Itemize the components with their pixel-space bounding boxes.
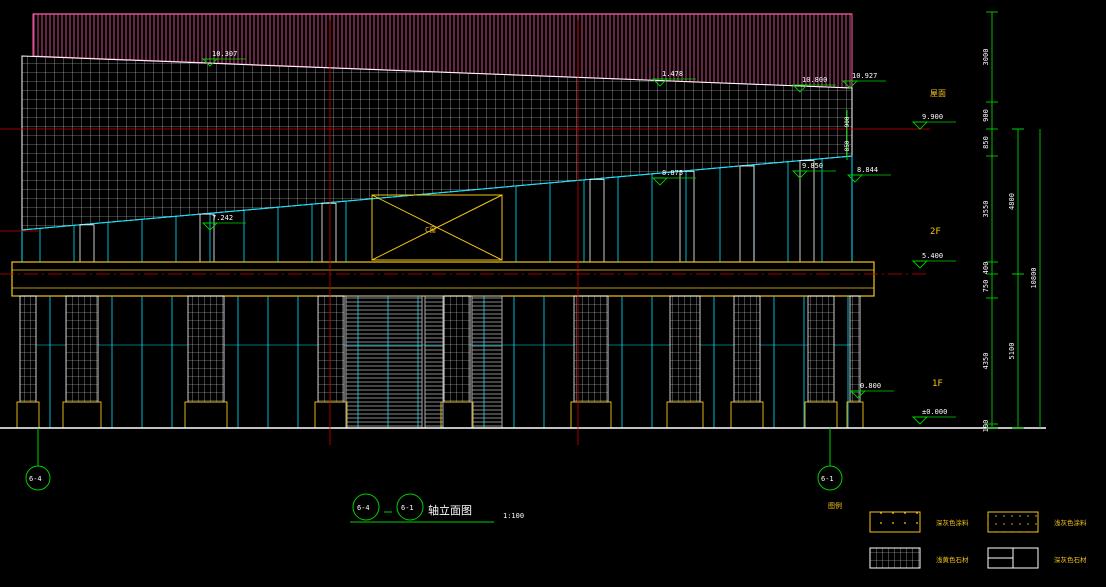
floor-label-1f: 1F: [932, 379, 943, 389]
column-base: [314, 401, 348, 429]
dim-value: 400: [982, 262, 990, 275]
elevation-triangle: [911, 121, 929, 130]
legend-label-3: 浅黄色石材: [936, 555, 969, 564]
column-shaft: [65, 295, 99, 403]
dim-value: 4350: [982, 353, 990, 370]
elevation-text: 10.307: [212, 50, 237, 58]
panel-pier: [79, 224, 95, 263]
elevation-text: 7.242: [212, 214, 233, 222]
drawing-title: 6-4 6-1 轴立面图 1:100: [350, 493, 524, 523]
dim-value-mid: 5100: [1008, 343, 1016, 360]
legend-heading: 图例: [828, 501, 842, 510]
title-scale: 1:100: [503, 512, 524, 520]
dimension-chain: 3000 900 850 3550 400 750 4350 100 4800 5100 10800…: [844, 11, 1041, 433]
elevation-text: 8.875: [662, 169, 683, 177]
dim-value: 900: [982, 109, 990, 122]
elevation-text: 10.800: [802, 76, 827, 84]
floor-label-2f: 2F: [930, 227, 941, 237]
dim-value-mid: 4800: [1008, 193, 1016, 210]
column-base: [730, 401, 764, 429]
elevation-text: 5.400: [922, 252, 943, 260]
panel-pier: [321, 202, 337, 263]
elevation-triangle: [911, 260, 929, 269]
floor-label-roof: 屋面: [930, 89, 946, 98]
axis-lines: [0, 20, 930, 445]
elevation-text: 1.478: [662, 70, 683, 78]
legend-label-1: 深灰色涂料: [936, 518, 969, 527]
legend-swatch-2: [987, 511, 1039, 533]
dim-value: 100: [982, 420, 990, 433]
elevation-text: 9.900: [922, 113, 943, 121]
axis-bubbles[interactable]: 6-4 6-1: [25, 428, 843, 491]
column-shaft: [187, 295, 225, 403]
c-window-label: C窗: [425, 225, 436, 234]
column-base: [440, 401, 474, 429]
panel-pier: [679, 170, 695, 263]
column-base: [62, 401, 102, 429]
column-shaft: [19, 295, 37, 403]
legend: 图例 深灰色涂料 浅灰色涂料 浅黄色石材 深灰色石材: [828, 501, 1087, 569]
column-base: [804, 401, 838, 429]
dim-value-small: 900: [844, 116, 851, 127]
elevation-triangle: [846, 174, 864, 183]
dim-value: 3550: [982, 201, 990, 218]
legend-label-4: 深灰色石材: [1054, 555, 1087, 564]
title-axis-from: 6-4: [357, 504, 370, 512]
column-shaft: [669, 295, 701, 403]
dim-value: 750: [982, 280, 990, 293]
dim-value: 850: [982, 136, 990, 149]
column-shaft: [849, 295, 861, 403]
axis-bubble-right-label: 6-1: [821, 475, 834, 483]
column-base: [184, 401, 228, 429]
dim-value-total: 10800: [1030, 267, 1038, 288]
c-window-panel: C窗: [371, 194, 503, 261]
dim-value: 3000: [982, 49, 990, 66]
column-base: [570, 401, 612, 429]
dim-value-small: 850: [844, 140, 851, 151]
floor-slab-band: [0, 261, 930, 297]
column-base: [666, 401, 704, 429]
panel-pier: [739, 165, 755, 263]
column-shaft: [443, 295, 471, 403]
column-shaft: [807, 295, 835, 403]
ground-floor-facade: [16, 295, 864, 429]
column-base: [846, 401, 864, 429]
elevation-text: 10.927: [852, 72, 877, 80]
panel-pier: [589, 178, 605, 263]
legend-swatch-3: [869, 547, 921, 569]
elevation-marks: 10.927 10.800 9.900 9.850 8.844 8.875 7.242 10.…: [201, 50, 956, 425]
elevation-text: 9.850: [802, 162, 823, 170]
column-shaft: [733, 295, 761, 403]
title-axis-to: 6-1: [401, 504, 414, 512]
elevation-text: 8.844: [857, 166, 878, 174]
axis-bubble-left-label: 6-4: [29, 475, 42, 483]
elevation-triangle: [911, 416, 929, 425]
rolling-shutter-doors[interactable]: [345, 295, 503, 429]
elevation-triangle: [651, 177, 669, 186]
legend-swatch-1: [869, 511, 921, 533]
column-base: [16, 401, 40, 429]
elevation-text: ±0.000: [922, 408, 947, 416]
elevation-text: 0.800: [860, 382, 881, 390]
legend-label-2: 浅灰色涂料: [1054, 518, 1087, 527]
column-shaft: [573, 295, 609, 403]
column-shaft: [317, 295, 345, 403]
title-text: 轴立面图: [428, 503, 472, 517]
